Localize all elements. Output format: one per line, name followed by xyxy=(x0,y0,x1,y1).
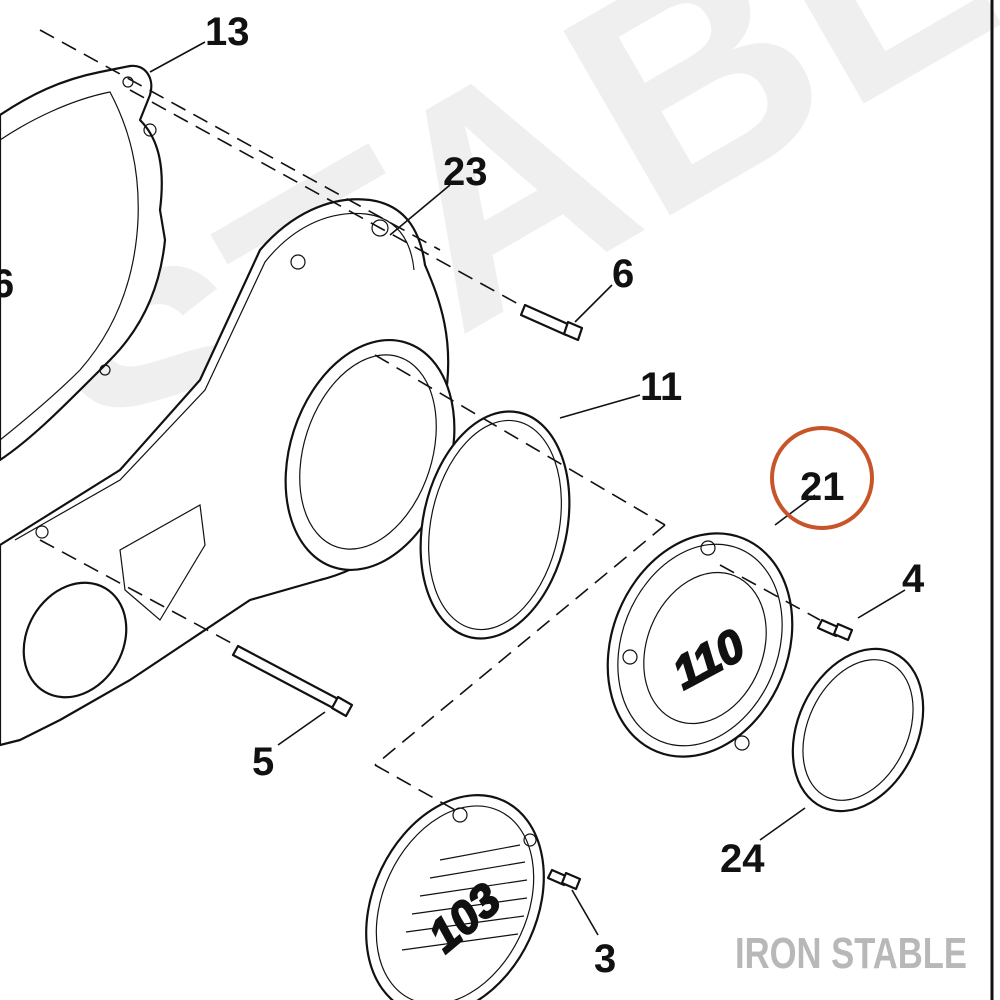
assembly-dash-lines xyxy=(39,29,821,811)
derby-cover-103-hole-b xyxy=(523,833,537,847)
callout-23: 23 xyxy=(443,150,488,194)
screw-6 xyxy=(519,303,584,342)
gasket-13-hole-a xyxy=(143,123,157,137)
gasket-13-hole-c xyxy=(99,364,111,376)
derby-cover-21-hole-c xyxy=(734,735,750,751)
cover-23-derby-opening xyxy=(22,581,128,699)
gasket-13-inner xyxy=(0,91,139,441)
callout-5: 5 xyxy=(252,740,274,784)
callout-6: 6 xyxy=(612,252,634,296)
derby-cover-21-hole-b xyxy=(622,649,638,665)
gasket-24 xyxy=(791,647,925,813)
gasket-24-inner xyxy=(802,659,914,801)
screw-3 xyxy=(546,868,582,891)
primary-cover-23-rim xyxy=(14,212,415,541)
callout-6-left: 6 xyxy=(0,262,14,306)
o-ring-11-inner xyxy=(428,419,562,631)
cover-23-inspection-ring-inner xyxy=(299,354,437,550)
derby-cover-103-rim xyxy=(375,805,535,1000)
derby-cover-21-hole-a xyxy=(700,540,716,556)
cover-23-boss-b xyxy=(290,254,306,270)
callout-24: 24 xyxy=(720,837,765,881)
derby-cover-103-hole-a xyxy=(452,807,468,823)
callout-13: 13 xyxy=(205,10,250,54)
o-ring-11 xyxy=(419,410,571,640)
callout-21: 21 xyxy=(800,465,845,509)
gasket-13 xyxy=(0,64,167,462)
callout-4: 4 xyxy=(902,557,925,601)
bolt-5 xyxy=(231,644,354,718)
cover-23-boss-c xyxy=(35,525,49,539)
cover-23-boss-a xyxy=(371,219,389,237)
screw-4 xyxy=(816,618,854,642)
callout-11: 11 xyxy=(640,365,682,409)
derby-cover-21-center xyxy=(643,571,767,725)
brand-watermark: IRON STABLE xyxy=(735,929,967,978)
cover-23-window xyxy=(119,504,206,621)
callout-3: 3 xyxy=(594,937,616,981)
derby-cover-103 xyxy=(365,794,545,1000)
leader-lines xyxy=(149,41,906,936)
derby-cover-103-grooves xyxy=(401,844,528,951)
derby-cover-21-rim xyxy=(617,543,783,747)
highlight-circle-21 xyxy=(770,426,874,530)
